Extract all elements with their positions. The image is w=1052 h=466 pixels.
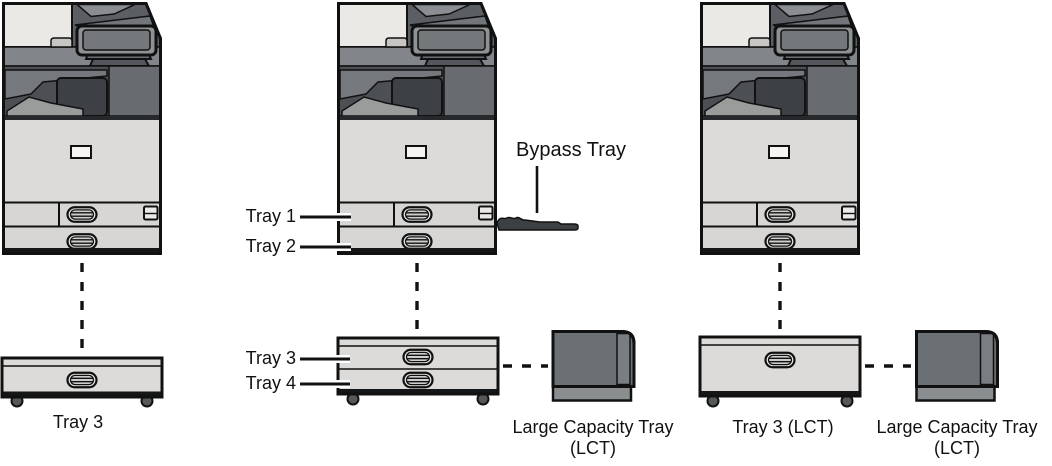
label-lct-right: Large Capacity Tray (LCT) <box>876 417 1037 459</box>
label-lct-right-line2: (LCT) <box>933 438 980 458</box>
label-lct-middle-line1: Large Capacity Tray <box>512 417 674 437</box>
printer-illustration-left <box>4 4 161 254</box>
label-lct-right-line1: Large Capacity Tray <box>876 417 1038 437</box>
label-tray2: Tray 2 <box>245 236 296 256</box>
lct-box-middle <box>551 330 636 402</box>
lct-box-right <box>915 330 999 402</box>
tray3-lct-unit <box>698 335 862 408</box>
label-tray3-lct: Tray 3 (LCT) <box>732 417 834 437</box>
printer-illustration-middle <box>339 4 496 254</box>
label-tray3-left: Tray 3 <box>52 412 104 432</box>
label-lct-middle: Large Capacity Tray (LCT) <box>512 417 673 459</box>
tray3-tray4-unit <box>336 336 500 406</box>
label-tray1: Tray 1 <box>245 206 296 226</box>
printer-illustration-right <box>702 4 859 254</box>
label-tray3-middle: Tray 3 <box>245 348 296 368</box>
label-tray4: Tray 4 <box>245 373 296 393</box>
bypass-tray-shape <box>496 216 579 231</box>
tray3-unit <box>0 356 164 408</box>
label-lct-middle-line2: (LCT) <box>569 438 616 458</box>
label-bypass-tray: Bypass Tray <box>516 139 627 161</box>
